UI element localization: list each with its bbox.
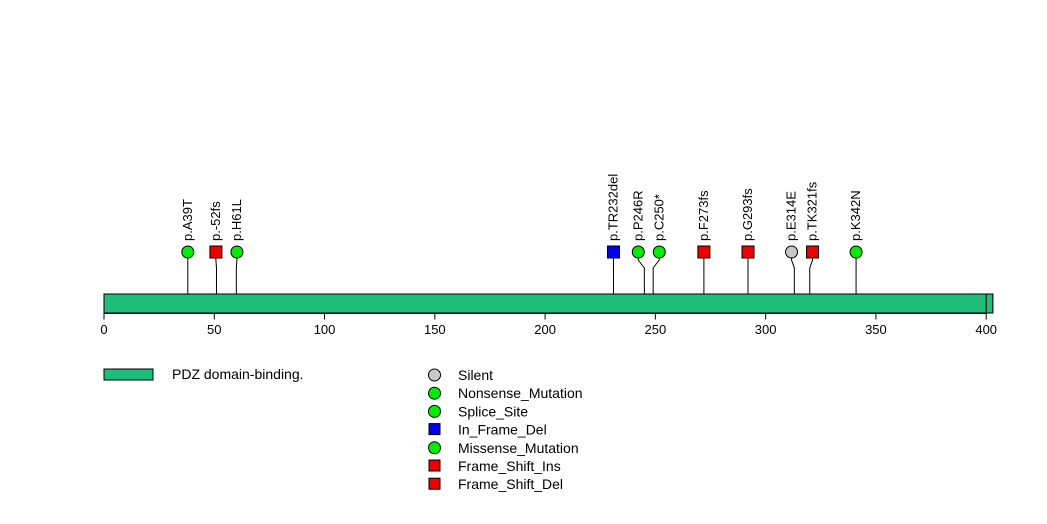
x-tick-label-5: 250 [645, 322, 667, 337]
x-tick-label-4: 200 [534, 322, 556, 337]
legend-label-4: Missense_Mutation [458, 440, 579, 456]
mutation-label-0: p.A39T [180, 199, 195, 241]
legend-square-6 [428, 477, 441, 490]
legend-label-0: Silent [458, 367, 493, 383]
mutation-label-8: p.E314E [784, 191, 799, 241]
legend-label-6: Frame_Shift_Del [458, 476, 563, 492]
mutation-head-circle-4 [631, 245, 645, 259]
legend-square-3 [428, 423, 441, 436]
mutation-head-circle-0 [181, 245, 195, 259]
x-tick-label-7: 350 [865, 322, 887, 337]
x-tick-label-6: 300 [755, 322, 777, 337]
domain-rect-0 [985, 293, 994, 314]
x-tick-label-2: 100 [314, 322, 336, 337]
mutation-label-7: p.G293fs [740, 188, 755, 241]
mutation-head-square-6 [697, 245, 711, 259]
legend-circle-1 [428, 386, 441, 400]
mutation-head-square-7 [741, 245, 755, 259]
legend-label-2: Splice_Site [458, 403, 528, 419]
mutation-label-6: p.F273fs [696, 190, 711, 241]
mutation-head-square-9 [806, 245, 820, 259]
legend-circle-4 [428, 441, 441, 455]
mutation-label-3: p.TR232del [605, 174, 620, 241]
x-tick-label-3: 150 [424, 322, 446, 337]
mutation-label-2: p.H61L [229, 199, 244, 241]
mutation-head-circle-10 [849, 245, 863, 259]
mutation-legend: SilentNonsense_MutationSplice_SiteIn_Fra… [428, 367, 583, 492]
mutation-label-10: p.K342N [848, 190, 863, 241]
legend-label-5: Frame_Shift_Ins [458, 458, 561, 474]
mutation-head-square-1 [209, 245, 223, 259]
mutation-label-4: p.P246R [630, 190, 645, 241]
x-tick-label-1: 50 [207, 322, 221, 337]
mutation-head-circle-5 [652, 245, 666, 259]
protein-backbone [103, 293, 994, 314]
legend-square-5 [428, 459, 441, 472]
domain-legend: PDZ domain-binding. [103, 366, 304, 382]
mutation-label-5: p.C250* [651, 194, 666, 241]
x-axis: 0 50 100 150 200 250 300 350 400 [100, 313, 997, 337]
legend-circle-2 [428, 404, 441, 418]
legend-circle-0 [428, 368, 441, 382]
mutation-label-1: p.-52fs [208, 201, 223, 241]
x-tick-label-8: 400 [975, 322, 997, 337]
x-tick-label-0: 0 [100, 322, 107, 337]
legend-label-1: Nonsense_Mutation [458, 385, 583, 401]
domain-legend-swatch-0 [103, 368, 154, 381]
legend-label-3: In_Frame_Del [458, 422, 547, 438]
mutation-head-circle-2 [230, 245, 244, 259]
mutations-layer: p.A39T p.-52fs p.H61L p.TR232del p.P246R p.C2… [180, 174, 863, 294]
mutation-head-square-3 [606, 245, 620, 259]
domain-legend-label-0: PDZ domain-binding. [172, 366, 304, 382]
protein-backbone-layer [103, 293, 994, 314]
mutation-label-9: p.TK321fs [805, 181, 820, 241]
mutation-head-circle-8 [785, 245, 799, 259]
